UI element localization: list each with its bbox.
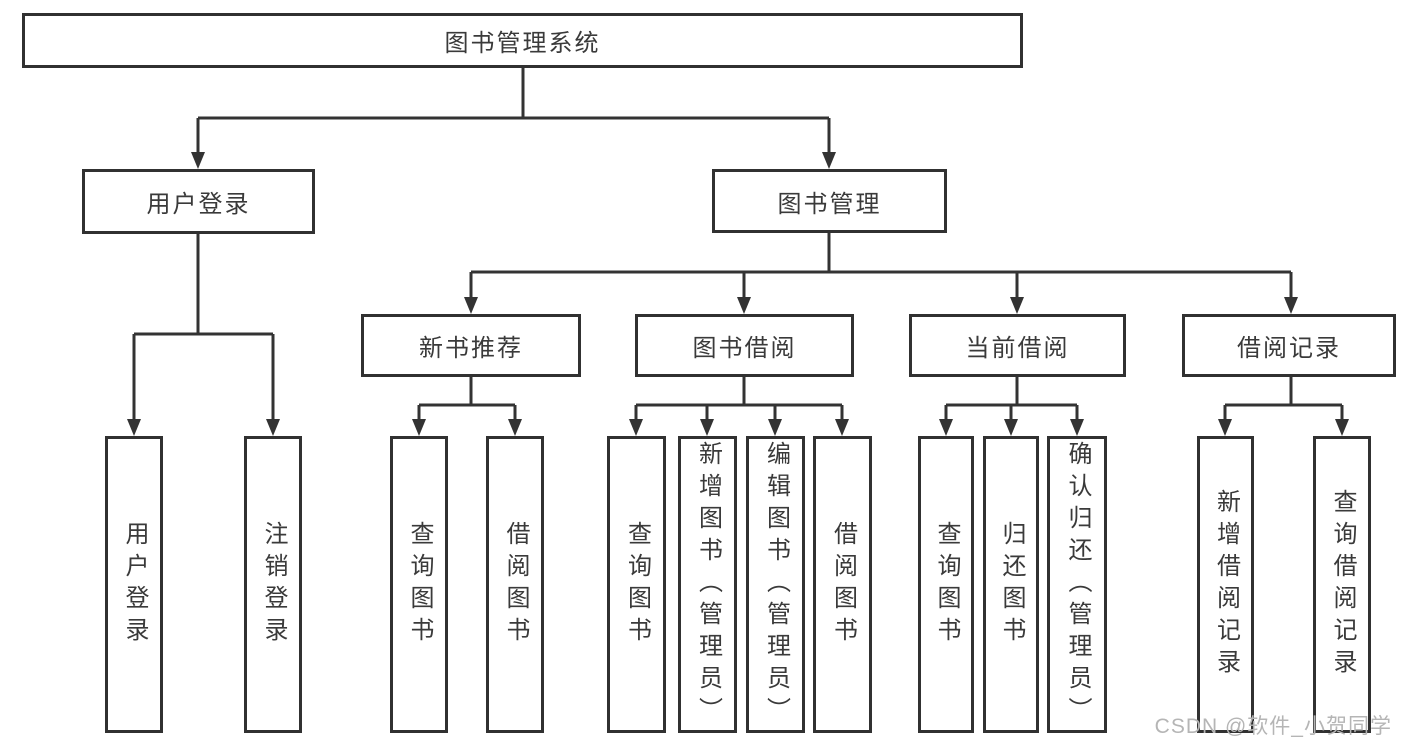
- node-borrow-records-label: 借阅记录: [1237, 335, 1341, 362]
- node-current-borrow-label: 当前借阅: [965, 335, 1070, 362]
- leaf-query-books-3-label: 查询图书: [933, 520, 960, 649]
- leaf-edit-books-admin: 编辑图书（管理员）: [746, 436, 805, 733]
- leaf-add-borrow-record: 新增借阅记录: [1197, 436, 1254, 733]
- arrow-down-icon: [191, 152, 205, 169]
- node-book-management-label: 图书管理: [777, 190, 882, 218]
- arrow-down-icon: [1010, 297, 1024, 314]
- arrow-down-icon: [835, 419, 849, 436]
- leaf-query-books-2-label: 查询图书: [623, 520, 651, 649]
- leaf-user-login-label: 用户登录: [121, 520, 148, 649]
- leaf-borrow-books-2-label: 借阅图书: [829, 520, 857, 649]
- leaf-logout: 注销登录: [244, 436, 302, 733]
- arrow-down-icon: [1218, 419, 1232, 436]
- leaf-user-login: 用户登录: [105, 436, 163, 733]
- arrow-down-icon: [700, 419, 714, 436]
- arrow-down-icon: [629, 419, 643, 436]
- node-user-login: 用户登录: [82, 169, 315, 234]
- arrow-down-icon: [266, 419, 280, 436]
- leaf-borrow-books-1: 借阅图书: [486, 436, 544, 733]
- leaf-query-books-3: 查询图书: [918, 436, 974, 733]
- leaf-confirm-return-admin: 确认归还（管理员）: [1047, 436, 1107, 733]
- node-borrow-records: 借阅记录: [1182, 314, 1396, 377]
- node-user-login-label: 用户登录: [146, 191, 251, 218]
- arrow-down-icon: [737, 297, 751, 314]
- connector-path: [132, 68, 1344, 424]
- leaf-query-borrow-record-label: 查询借阅记录: [1329, 488, 1356, 681]
- leaf-return-books: 归还图书: [983, 436, 1039, 733]
- node-root: 图书管理系统: [22, 13, 1023, 68]
- leaf-return-books-label: 归还图书: [998, 520, 1025, 649]
- arrow-down-icon: [412, 419, 426, 436]
- leaf-query-books-1-label: 查询图书: [406, 520, 433, 649]
- node-root-label: 图书管理系统: [444, 30, 601, 57]
- node-new-book-recommend: 新书推荐: [361, 314, 581, 377]
- leaf-add-borrow-record-label: 新增借阅记录: [1212, 488, 1240, 681]
- leaf-query-books-2: 查询图书: [607, 436, 666, 733]
- leaf-add-books-admin-label: 新增图书（管理员）: [694, 440, 722, 729]
- leaf-borrow-books-2: 借阅图书: [813, 436, 872, 733]
- arrow-down-icon: [1284, 297, 1298, 314]
- arrow-down-icon: [464, 297, 478, 314]
- node-current-borrow: 当前借阅: [909, 314, 1126, 377]
- arrow-down-icon: [822, 152, 836, 169]
- leaf-query-borrow-record: 查询借阅记录: [1313, 436, 1371, 733]
- leaf-borrow-books-1-label: 借阅图书: [502, 520, 529, 649]
- leaf-add-books-admin: 新增图书（管理员）: [678, 436, 737, 733]
- arrow-down-icon: [939, 419, 953, 436]
- arrow-down-icon: [1070, 419, 1084, 436]
- leaf-edit-books-admin-label: 编辑图书（管理员）: [762, 440, 790, 729]
- node-book-borrow-label: 图书借阅: [692, 335, 797, 362]
- arrow-down-icon: [1335, 419, 1349, 436]
- watermark: CSDN @软件_小贺同学: [1154, 715, 1392, 738]
- arrow-down-icon: [508, 419, 522, 436]
- node-new-book-recommend-label: 新书推荐: [419, 335, 523, 362]
- leaf-logout-label: 注销登录: [260, 520, 287, 649]
- arrow-down-icon: [127, 419, 141, 436]
- arrow-down-icon: [768, 419, 782, 436]
- node-book-management: 图书管理: [712, 169, 947, 233]
- arrow-down-icon: [1004, 419, 1018, 436]
- leaf-query-books-1: 查询图书: [390, 436, 448, 733]
- node-book-borrow: 图书借阅: [635, 314, 854, 377]
- leaf-confirm-return-admin-label: 确认归还（管理员）: [1064, 440, 1091, 729]
